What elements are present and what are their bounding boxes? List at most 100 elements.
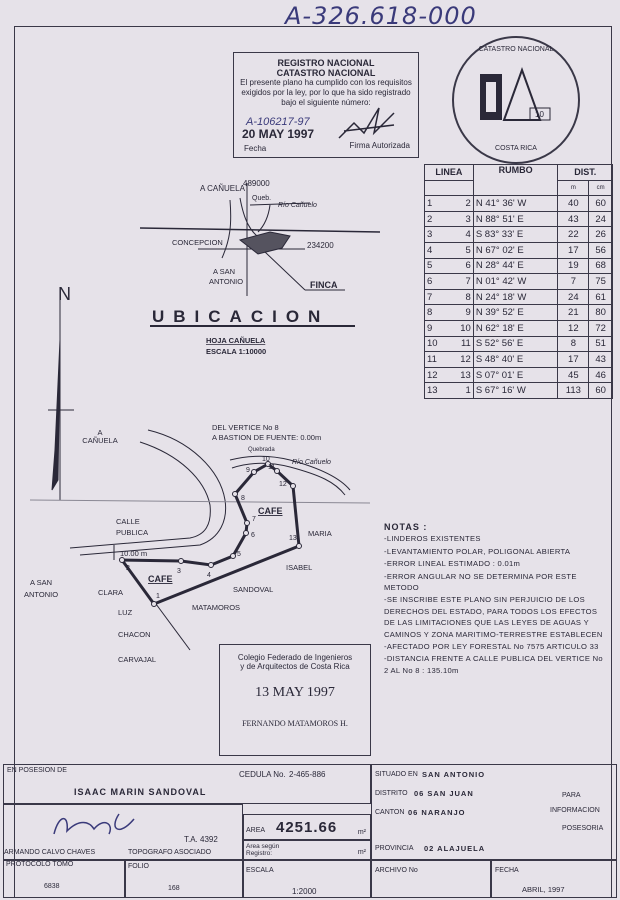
notes-title: NOTAS : (384, 522, 428, 532)
vertex-marker (230, 553, 236, 559)
distance-cm: 68 (588, 257, 613, 275)
location-cell: SITUADO EN SAN ANTONIO DISTRITO 06 SAN J… (371, 764, 617, 860)
situado-label: SITUADO EN (375, 771, 418, 778)
bearing-value: N 28° 44' E (472, 257, 559, 275)
line-to: 1 (448, 382, 474, 399)
plan-number: A-326.618-000 (285, 2, 477, 30)
line-from: 3 (423, 226, 449, 243)
bearing-value: N 67° 02' E (472, 241, 559, 259)
vertex-label: 1 (156, 593, 160, 600)
distance-m: 45 (557, 366, 590, 384)
cedula-label: CEDULA No. (239, 770, 286, 779)
bearing-value: N 41° 36' W (472, 195, 559, 212)
vertex-marker (178, 558, 184, 564)
line-from: 9 (423, 319, 449, 337)
neighbor-isabel: ISABEL (286, 563, 312, 572)
note-item: -ERROR LINEAL ESTIMADO : 0.01m (384, 559, 521, 569)
vertex-label: 5 (237, 551, 241, 558)
vertex-label: 8 (241, 495, 245, 502)
note-item: -AFECTADO POR LEY FORESTAL No 7575 ARTIC… (384, 642, 599, 652)
signature-label: Firma Autorizada (349, 141, 410, 150)
distance-m: 7 (557, 273, 590, 290)
rio-label: Río Cañuelo (292, 459, 331, 466)
line-from: 6 (423, 273, 449, 290)
owner-cell: EN POSESION DE ISAAC MARIN SANDOVAL CEDU… (3, 764, 371, 804)
seal-text-top: CATASTRO NACIONAL (478, 46, 554, 53)
distance-cm: 24 (588, 210, 613, 228)
vertex-label: 13 (289, 535, 297, 542)
notes: NOTAS : -LINDEROS EXISTENTES-LEVANTAMIEN… (384, 522, 609, 677)
folio-cell: FOLIO 168 (125, 860, 243, 898)
line-to: 9 (448, 304, 474, 321)
surveyor-signature-icon (53, 813, 135, 835)
area-label: AREA (246, 827, 266, 834)
survey-drawing: A CAÑUELA 489000 Queb. Río Cañuelo CONCE… (24, 179, 381, 664)
vertex-note-1: DEL VERTICE No 8 (212, 423, 279, 432)
site-a: A (97, 428, 102, 437)
bearing-value: S 83° 33' E (472, 226, 559, 243)
vertex-marker (243, 530, 249, 536)
distance-cm: 51 (588, 335, 613, 353)
neighbor-maria: MARIA (308, 529, 332, 538)
distance-m: 40 (557, 195, 590, 212)
street-edge (79, 429, 227, 556)
purpose-1: PARA (562, 792, 581, 799)
line-to: 10 (448, 319, 474, 337)
provincia-label: PROVINCIA (375, 845, 414, 852)
header-rumbo: RUMBO (472, 163, 559, 197)
map-label-antonio: ANTONIO (209, 277, 243, 286)
line-from: 7 (423, 288, 449, 306)
scale-value: 1:2000 (292, 887, 317, 896)
ubicacion-title: UBICACION (152, 307, 329, 326)
archivo-cell: ARCHIVO No (371, 860, 491, 898)
property-polygon (119, 462, 301, 606)
distance-cm: 61 (588, 288, 613, 306)
area-registry-label: Area según Registro: (246, 843, 280, 857)
distance-m: 113 (557, 382, 590, 399)
bearing-value: N 62° 18' E (472, 319, 559, 337)
bearing-value: N 88° 51' E (472, 210, 559, 228)
distance-m: 21 (557, 304, 590, 321)
line-from: 5 (423, 257, 449, 275)
scale-label: ESCALA (246, 867, 274, 874)
distance-m: 17 (557, 241, 590, 259)
colegio-stamp: Colegio Federado de Ingenieros y de Arqu… (219, 644, 371, 756)
neighbor-clara: CLARA (98, 588, 123, 597)
map-coord-x: 489000 (243, 179, 270, 188)
vertex-marker (119, 557, 125, 563)
seal-text-bottom: COSTA RICA (495, 145, 537, 152)
line-from: 13 (423, 382, 449, 399)
map-label-concepcion: CONCEPCION (172, 238, 223, 247)
fecha-label: FECHA (495, 867, 519, 874)
bearing-value: S 48° 40' E (472, 351, 559, 368)
fold-line (29, 499, 371, 504)
distance-cm: 75 (588, 273, 613, 290)
fecha-value: ABRIL, 1997 (522, 885, 565, 894)
vertex-marker (151, 601, 157, 607)
header-cm: cm (588, 179, 613, 197)
purpose-2: INFORMACION (550, 807, 600, 814)
map-scale: ESCALA 1:10000 (206, 347, 266, 356)
distance-cm: 43 (588, 351, 613, 368)
vertex-label: 7 (252, 516, 256, 523)
registration-number: A-106217-97 (246, 116, 310, 128)
location-map (139, 183, 381, 327)
cafe-label: CAFE (258, 506, 283, 516)
protocol-label: PROTOCOLO TOMO (6, 861, 74, 868)
vertex-label: 12 (279, 481, 287, 488)
calle-label: CALLE (116, 517, 140, 526)
street-edge (69, 441, 211, 549)
bearing-value: S 07° 01' E (472, 366, 559, 384)
north-label: N (58, 284, 71, 304)
note-item: -LINDEROS EXISTENTES (384, 534, 481, 544)
bearing-value: S 52° 56' E (472, 335, 559, 353)
neighbor-sandoval: SANDOVAL (233, 585, 273, 594)
fecha-cell: FECHA ABRIL, 1997 (491, 860, 617, 898)
